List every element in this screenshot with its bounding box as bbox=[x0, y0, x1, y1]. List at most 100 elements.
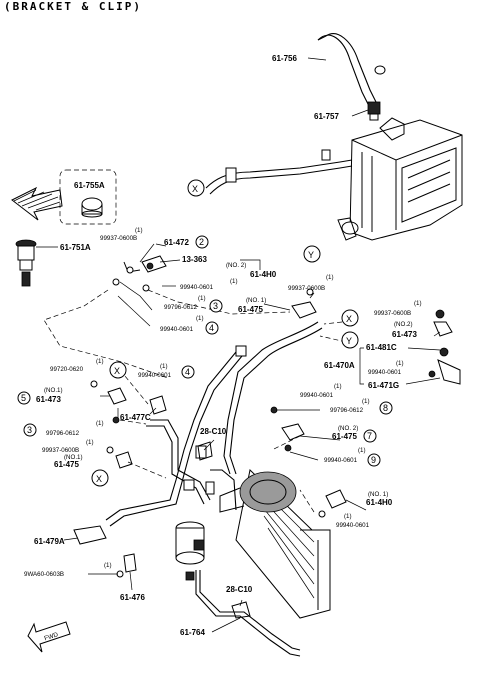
svg-text:(1): (1) bbox=[414, 300, 422, 307]
label-61-475-top: 61-475 bbox=[238, 305, 263, 314]
svg-text:(1): (1) bbox=[362, 398, 370, 405]
marker-3-b: 3 bbox=[23, 423, 37, 437]
right-brackets bbox=[270, 288, 461, 518]
marker-x-3: X bbox=[109, 361, 127, 379]
clip-61-757 bbox=[367, 101, 381, 121]
label-61-470A: 61-470A bbox=[324, 361, 355, 370]
label-61-471G: 61-471G bbox=[368, 381, 399, 390]
receiver-drier bbox=[175, 521, 205, 565]
marker-2: 2 bbox=[195, 235, 209, 249]
svg-text:(1): (1) bbox=[104, 562, 112, 569]
hose-61-756 bbox=[317, 33, 386, 109]
arrow-indicator-icon bbox=[11, 186, 63, 221]
label-99940-0601-d: 99940-0601 bbox=[138, 372, 172, 379]
svg-text:(1): (1) bbox=[198, 295, 206, 302]
label-61-475-mid: 61-475 bbox=[332, 432, 357, 441]
label-61-476: 61-476 bbox=[120, 593, 145, 602]
label-leaders bbox=[36, 57, 441, 633]
label-13-363: 13-363 bbox=[182, 255, 207, 264]
marker-y-1: Y bbox=[303, 245, 321, 263]
label-99940-0601-c: 99940-0601 bbox=[368, 369, 402, 376]
label-28-C10-a: 28-C10 bbox=[200, 427, 227, 436]
compressor bbox=[219, 471, 297, 513]
marker-7: 7 bbox=[363, 429, 377, 443]
svg-text:(1): (1) bbox=[135, 227, 143, 234]
label-99940-0601-e: 99940-0601 bbox=[300, 392, 334, 399]
svg-text:(1): (1) bbox=[230, 278, 238, 285]
svg-text:X: X bbox=[114, 366, 120, 376]
label-28-C10-b: 28-C10 bbox=[226, 585, 253, 594]
svg-text:(NO. 1): (NO. 1) bbox=[368, 491, 388, 498]
label-61-751A: 61-751A bbox=[60, 243, 91, 252]
label-99796-0612-c: 99796-0612 bbox=[330, 407, 364, 414]
svg-text:(1): (1) bbox=[96, 420, 104, 427]
marker-x-4: X bbox=[91, 469, 109, 487]
valve-61-751A bbox=[15, 239, 37, 287]
evaporator-unit bbox=[337, 117, 463, 241]
marker-x-2: X bbox=[341, 309, 359, 327]
marker-4-a: 4 bbox=[205, 321, 219, 335]
label-61-473-right: 61-473 bbox=[392, 330, 417, 339]
diagram-title: (BRACKET & CLIP) bbox=[4, 0, 142, 13]
label-99940-0601-g: 99940-0601 bbox=[336, 522, 370, 529]
svg-text:(1): (1) bbox=[344, 513, 352, 520]
label-61-481C: 61-481C bbox=[366, 343, 397, 352]
label-99937-0600B-d: 99937-0600B bbox=[42, 447, 79, 454]
svg-text:3: 3 bbox=[213, 301, 218, 311]
svg-text:(NO.2): (NO.2) bbox=[394, 321, 413, 328]
svg-text:(1): (1) bbox=[334, 383, 342, 390]
label-61-477C: 61-477C bbox=[120, 413, 151, 422]
marker-4-b: 4 bbox=[181, 365, 195, 379]
svg-text:7: 7 bbox=[367, 431, 372, 441]
svg-text:(1): (1) bbox=[358, 447, 366, 454]
svg-text:9: 9 bbox=[371, 455, 376, 465]
svg-text:(1): (1) bbox=[396, 360, 404, 367]
marker-8: 8 bbox=[379, 401, 393, 415]
svg-text:(1): (1) bbox=[96, 358, 104, 365]
svg-text:4: 4 bbox=[209, 323, 214, 333]
forward-arrow-icon: FWD bbox=[27, 621, 71, 653]
svg-text:Y: Y bbox=[346, 336, 352, 346]
label-99937-0600B-b: 99937-0600B bbox=[288, 285, 325, 292]
marker-9: 9 bbox=[367, 453, 381, 467]
label-99796-0612-b: 99796-0612 bbox=[46, 430, 80, 437]
label-61-757: 61-757 bbox=[314, 112, 339, 121]
svg-text:(NO. 2): (NO. 2) bbox=[338, 425, 358, 432]
svg-text:X: X bbox=[346, 314, 352, 324]
cap-61-755A bbox=[59, 169, 117, 225]
label-61-764: 61-764 bbox=[180, 628, 205, 637]
label-9WA60-0603B: 9WA60-0603B bbox=[24, 571, 64, 578]
label-61-473-left: 61-473 bbox=[36, 395, 61, 404]
marker-x-1: X bbox=[187, 179, 205, 197]
label-99940-0601-b: 99940-0601 bbox=[160, 326, 194, 333]
label-61-472: 61-472 bbox=[164, 238, 189, 247]
svg-text:X: X bbox=[96, 474, 102, 484]
svg-text:3: 3 bbox=[27, 425, 32, 435]
label-99720-0620: 99720-0620 bbox=[50, 366, 84, 373]
svg-text:(1): (1) bbox=[196, 315, 204, 322]
svg-text:(NO. 2): (NO. 2) bbox=[226, 262, 246, 269]
svg-text:8: 8 bbox=[383, 403, 388, 413]
fwd-label: FWD bbox=[43, 631, 59, 642]
part-labels: 61-756 61-757 61-755A 61-751A 61-472 13-… bbox=[34, 54, 417, 637]
svg-text:X: X bbox=[192, 184, 198, 194]
label-99796-0612-a: 99796-0612 bbox=[164, 304, 198, 311]
svg-text:(NO.1): (NO.1) bbox=[44, 387, 63, 394]
svg-text:(1): (1) bbox=[326, 274, 334, 281]
svg-text:2: 2 bbox=[199, 237, 204, 247]
marker-5: 5 bbox=[17, 391, 31, 405]
svg-text:5: 5 bbox=[21, 393, 26, 403]
label-61-4H0-bot: 61-4H0 bbox=[366, 498, 393, 507]
svg-text:(1): (1) bbox=[160, 363, 168, 370]
svg-text:(NO. 1): (NO. 1) bbox=[246, 297, 266, 304]
svg-text:Y: Y bbox=[308, 250, 314, 260]
circled-markers: X Y X Y X X 2 3 4 4 5 3 8 7 9 bbox=[17, 179, 393, 487]
pipe-to-evaporator bbox=[205, 149, 353, 195]
svg-text:(1): (1) bbox=[86, 439, 94, 446]
marker-3: 3 bbox=[209, 299, 223, 313]
label-99940-0601-a: 99940-0601 bbox=[180, 284, 214, 291]
svg-text:(NO.1): (NO.1) bbox=[64, 454, 83, 461]
fastener-labels: (1) 99937-0600B (NO. 2) (1) 99940-0601 (… bbox=[24, 227, 422, 578]
label-61-755A: 61-755A bbox=[74, 181, 105, 190]
